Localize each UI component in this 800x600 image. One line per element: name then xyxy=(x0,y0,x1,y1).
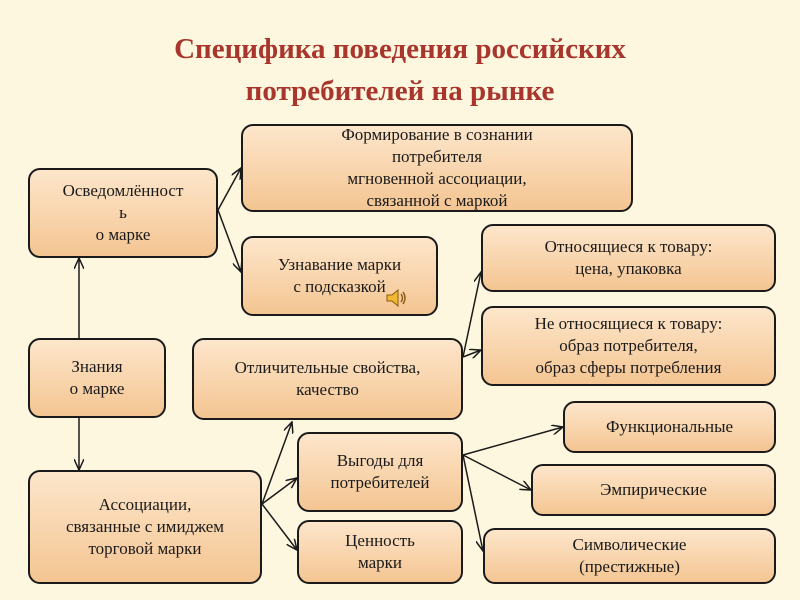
arrow-benefits-symbolic xyxy=(462,454,483,551)
node-benefits: Выгоды для потребителей xyxy=(297,432,463,512)
node-value-label: Ценность марки xyxy=(345,531,415,572)
node-non-product-related: Не относящиеся к товару: образ потребите… xyxy=(481,306,776,386)
diagram-title: Специфика поведения российских потребите… xyxy=(0,28,800,112)
arrow-benefits-empirical xyxy=(462,454,531,490)
arrow-awareness-recognition xyxy=(217,209,241,272)
node-formation-label: Формирование в сознании потребителя мгно… xyxy=(341,125,533,210)
node-symbolic-label: Символические (престижные) xyxy=(572,535,687,576)
node-awareness-label: Осведомлённост ь о марке xyxy=(62,181,184,244)
node-associations-label: Ассоциации, связанные с имиджем торговой… xyxy=(65,495,225,558)
arrow-distinctive-product xyxy=(462,272,481,358)
node-empirical: Эмпирические xyxy=(531,464,776,516)
arrow-associations-benefits xyxy=(261,478,297,505)
node-product-related: Относящиеся к товару: цена, упаковка xyxy=(481,224,776,292)
node-knowledge: Знания о марке xyxy=(28,338,166,418)
arrow-benefits-functional xyxy=(462,427,563,456)
node-non-product-related-label: Не относящиеся к товару: образ потребите… xyxy=(534,314,723,377)
arrow-associations-distinctive xyxy=(261,422,292,505)
node-recognition-label: Узнавание марки с подсказкой xyxy=(277,255,402,296)
node-functional: Функциональные xyxy=(563,401,776,453)
title-line-2: потребителей на рынке xyxy=(245,75,555,107)
node-recognition: Узнавание марки с подсказкой xyxy=(241,236,438,316)
node-empirical-label: Эмпирические xyxy=(600,480,707,499)
node-benefits-label: Выгоды для потребителей xyxy=(330,451,430,492)
arrow-distinctive-nonproduct xyxy=(462,350,481,357)
node-formation: Формирование в сознании потребителя мгно… xyxy=(241,124,633,212)
node-product-related-label: Относящиеся к товару: цена, упаковка xyxy=(544,237,713,278)
node-knowledge-label: Знания о марке xyxy=(69,357,125,398)
node-awareness: Осведомлённост ь о марке xyxy=(28,168,218,258)
title-line-1: Специфика поведения российских xyxy=(174,33,626,65)
node-distinctive: Отличительные свойства, качество xyxy=(192,338,463,420)
node-value: Ценность марки xyxy=(297,520,463,584)
arrow-awareness-formation xyxy=(217,168,241,211)
node-distinctive-label: Отличительные свойства, качество xyxy=(234,358,421,399)
node-functional-label: Функциональные xyxy=(605,417,734,436)
speaker-icon[interactable] xyxy=(386,289,408,307)
node-associations: Ассоциации, связанные с имиджем торговой… xyxy=(28,470,262,584)
arrow-associations-value xyxy=(261,503,297,550)
node-symbolic: Символические (престижные) xyxy=(483,528,776,584)
